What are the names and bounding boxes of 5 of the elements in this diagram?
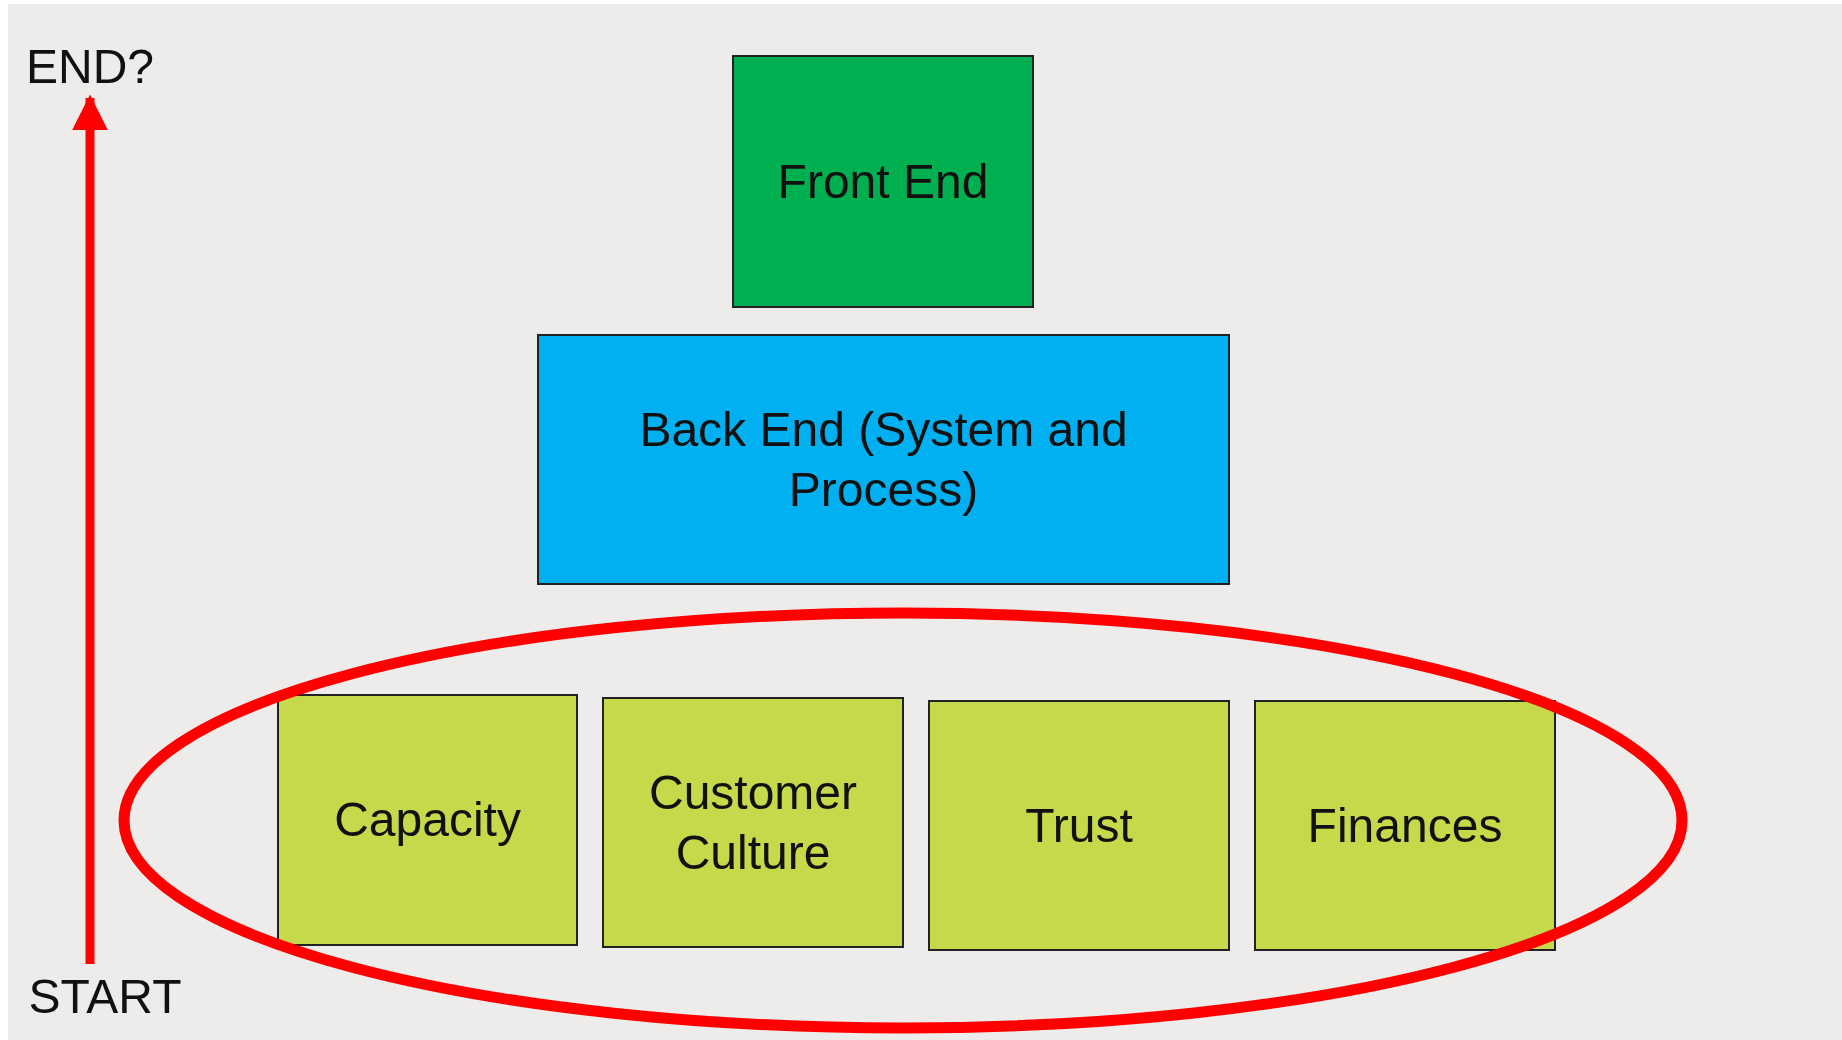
start-label: START [20, 968, 190, 1024]
arrow [72, 94, 108, 964]
layer-box: Back End (System and Process) [537, 334, 1230, 585]
layer-box: Front End [732, 55, 1034, 308]
end-label: END? [20, 38, 160, 94]
